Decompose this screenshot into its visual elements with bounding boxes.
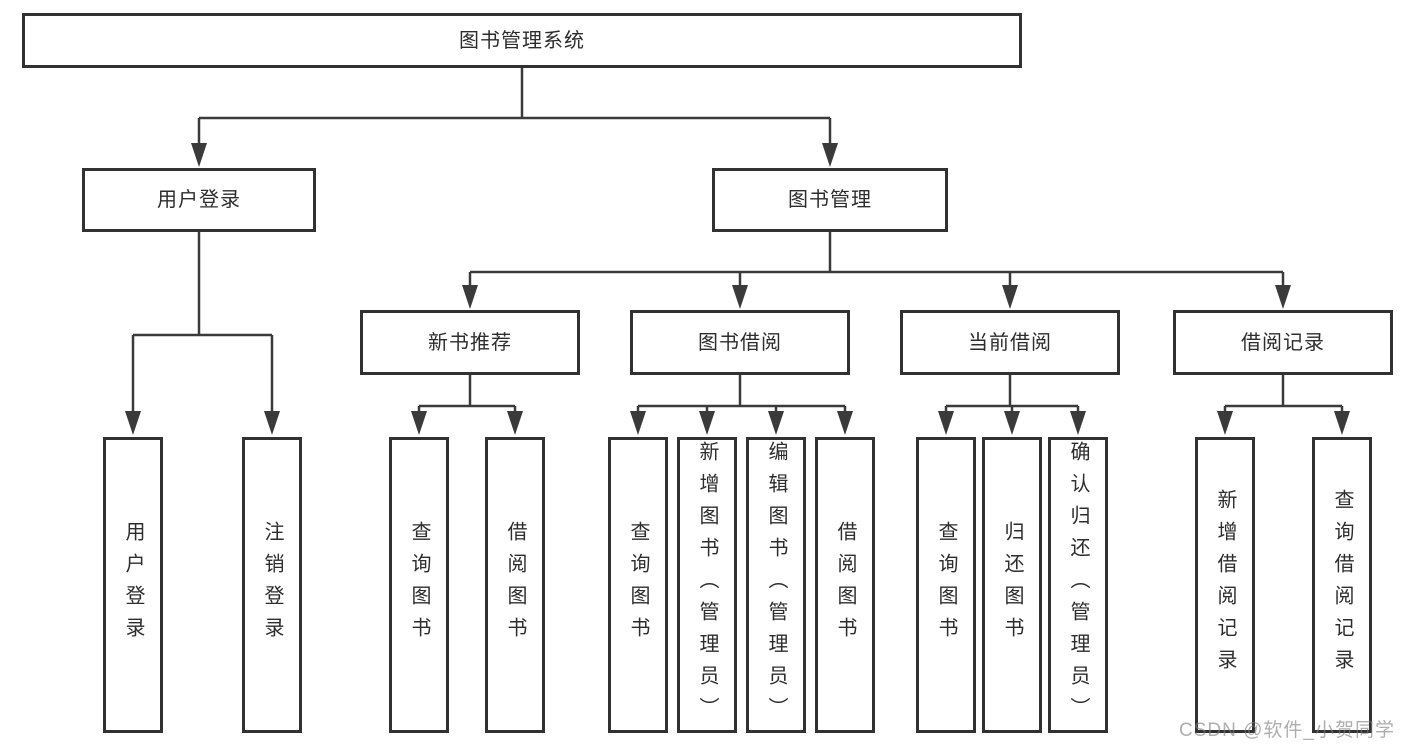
down-arrowhead <box>1004 411 1020 435</box>
leaf-cb-confirm-return-admin: 确认归还（管理员） <box>1048 437 1108 733</box>
leaf-nbr-query-books: 查询图书 <box>389 437 449 733</box>
node-current-borrowing-label: 当前借阅 <box>968 331 1052 354</box>
node-root-label: 图书管理系统 <box>459 29 585 52</box>
node-book-borrowing-label: 图书借阅 <box>698 331 782 354</box>
down-arrowhead <box>1217 411 1233 435</box>
leaf-cb-query-books-label: 查询图书 <box>935 521 957 649</box>
leaf-bb-edit-books-admin: 编辑图书（管理员） <box>746 437 806 733</box>
leaf-br-add-record-label: 新增借阅记录 <box>1214 489 1236 681</box>
leaf-br-query-record-label: 查询借阅记录 <box>1331 489 1353 681</box>
connector-root-level2 <box>197 68 832 147</box>
node-current-borrowing: 当前借阅 <box>900 310 1120 375</box>
node-book-management-label: 图书管理 <box>788 189 872 211</box>
leaf-user-login: 用户登录 <box>103 437 163 733</box>
connector-book-borrowing <box>636 375 847 415</box>
down-arrowhead <box>699 411 715 435</box>
leaf-user-login-label: 用户登录 <box>122 521 144 649</box>
down-arrowhead <box>732 285 748 309</box>
leaf-bb-add-books-admin-label: 新增图书（管理员） <box>696 441 718 729</box>
node-user-login: 用户登录 <box>82 168 316 232</box>
down-arrowhead <box>1275 285 1291 309</box>
csdn-watermark: CSDN @软件_小贺同学 <box>1179 720 1395 741</box>
leaf-cb-confirm-return-admin-label: 确认归还（管理员） <box>1067 441 1089 729</box>
down-arrowhead <box>1070 411 1086 435</box>
leaf-bb-query-books-label: 查询图书 <box>627 521 649 649</box>
node-new-book-recommend: 新书推荐 <box>360 310 580 375</box>
node-book-management: 图书管理 <box>712 168 948 232</box>
connector-borrowing-records <box>1223 375 1344 415</box>
connector-new-book-recommend <box>417 375 517 415</box>
leaf-logout: 注销登录 <box>242 437 302 733</box>
connector-user-login <box>131 232 274 415</box>
down-arrowhead <box>462 285 478 309</box>
leaf-cb-query-books: 查询图书 <box>916 437 976 733</box>
connector-current-borrowing <box>944 375 1080 415</box>
down-arrowhead <box>837 411 853 435</box>
node-root: 图书管理系统 <box>22 13 1022 68</box>
down-arrowhead <box>938 411 954 435</box>
down-arrowhead <box>630 411 646 435</box>
node-borrowing-records: 借阅记录 <box>1173 310 1393 375</box>
down-arrowhead <box>1002 285 1018 309</box>
leaf-nbr-query-books-label: 查询图书 <box>408 521 430 649</box>
down-arrowhead <box>822 143 838 167</box>
down-arrowhead <box>1334 411 1350 435</box>
leaf-nbr-borrow-books: 借阅图书 <box>485 437 545 733</box>
leaf-cb-return-books-label: 归还图书 <box>1001 521 1023 649</box>
leaf-br-query-record: 查询借阅记录 <box>1312 437 1372 733</box>
leaf-bb-borrow-books-label: 借阅图书 <box>834 521 856 649</box>
down-arrowhead <box>191 143 207 167</box>
node-borrowing-records-label: 借阅记录 <box>1241 331 1325 354</box>
connector-book-management <box>468 232 1285 289</box>
leaf-cb-return-books: 归还图书 <box>982 437 1042 733</box>
leaf-logout-label: 注销登录 <box>261 521 283 649</box>
leaf-nbr-borrow-books-label: 借阅图书 <box>504 521 526 649</box>
leaf-bb-edit-books-admin-label: 编辑图书（管理员） <box>765 441 787 729</box>
down-arrowhead <box>411 411 427 435</box>
down-arrowhead <box>125 411 141 435</box>
down-arrowhead <box>507 411 523 435</box>
leaf-br-add-record: 新增借阅记录 <box>1195 437 1255 733</box>
down-arrowhead <box>264 411 280 435</box>
leaf-bb-add-books-admin: 新增图书（管理员） <box>677 437 737 733</box>
node-book-borrowing: 图书借阅 <box>630 310 850 375</box>
node-user-login-label: 用户登录 <box>157 189 241 211</box>
leaf-bb-query-books: 查询图书 <box>608 437 668 733</box>
node-new-book-recommend-label: 新书推荐 <box>428 331 512 354</box>
leaf-bb-borrow-books: 借阅图书 <box>815 437 875 733</box>
down-arrowhead <box>768 411 784 435</box>
